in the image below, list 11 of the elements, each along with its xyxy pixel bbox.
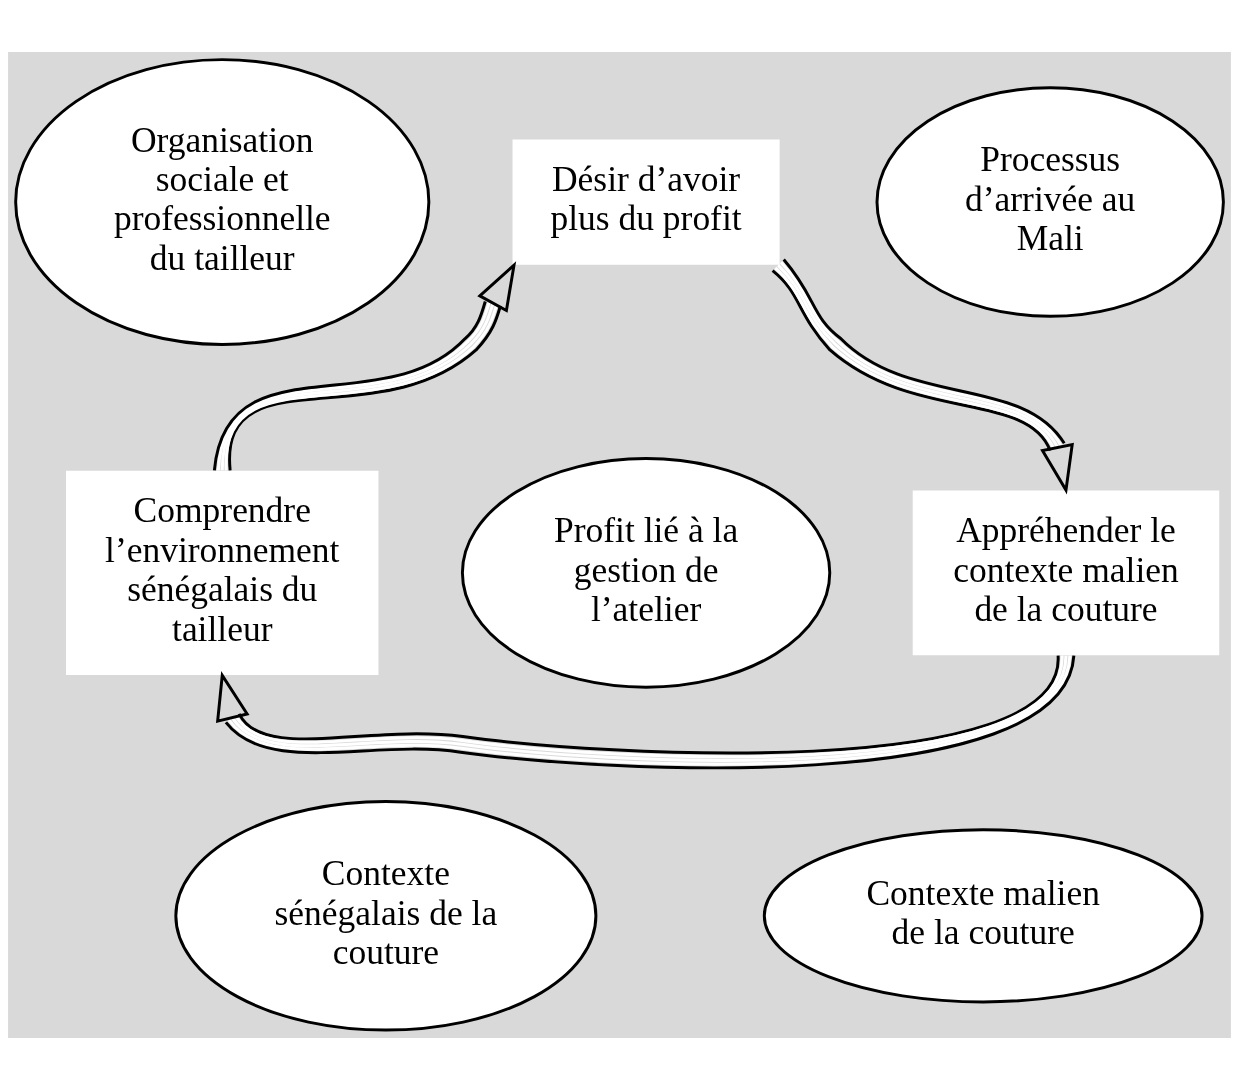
node-ellipse: Contexte sénégalais de la couture bbox=[174, 799, 598, 1032]
node-ellipse: Organisation sociale et professionnelle du tailleur bbox=[14, 57, 431, 346]
node-ellipse: Profit lié à la gestion de l’atelier bbox=[460, 456, 832, 689]
node-box: Désir d’avoir plus du profit bbox=[512, 138, 780, 265]
node-ellipse: Processus d’arrivée au Mali bbox=[875, 85, 1225, 318]
arrow bbox=[215, 654, 1076, 769]
node-box: Appréhender le contexte malien de la couture bbox=[912, 490, 1220, 655]
node-box: Comprendre l’environnement sénégalais du tailleur bbox=[66, 470, 379, 675]
node-ellipse: Contexte malien de la couture bbox=[762, 827, 1204, 1003]
arrow bbox=[771, 258, 1074, 494]
arrow bbox=[212, 260, 517, 471]
